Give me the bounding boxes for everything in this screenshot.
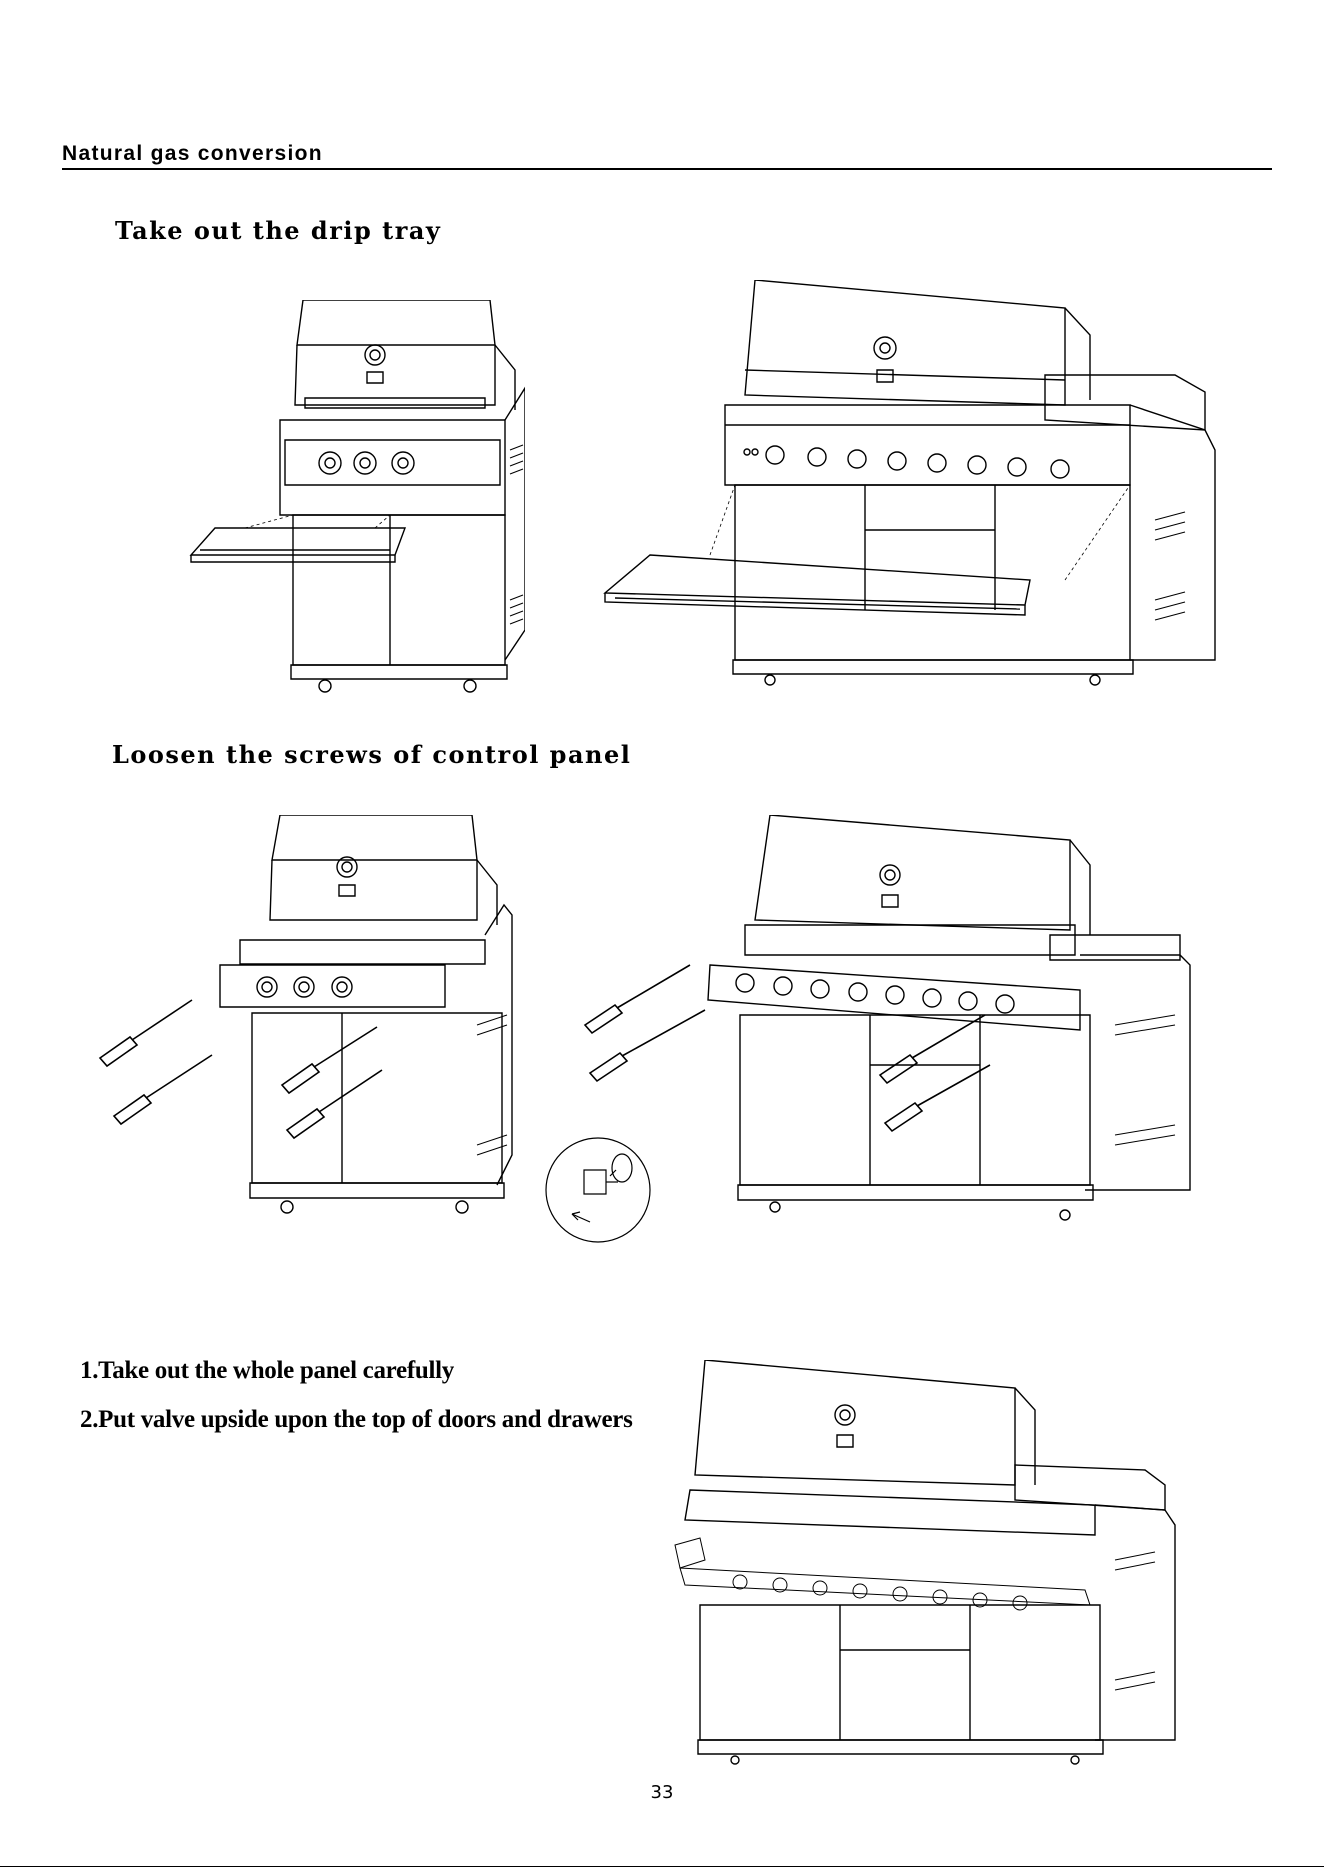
section-title: Natural gas conversion	[62, 142, 323, 165]
page-number: 33	[0, 1782, 1324, 1803]
large-grill-drip-tray-illustration	[595, 280, 1220, 690]
large-grill-screwdriver-illustration	[580, 815, 1205, 1235]
section-header: Natural gas conversion	[62, 142, 1272, 170]
small-grill-screwdriver-illustration	[92, 815, 532, 1220]
step-1-label: Take out the drip tray	[115, 216, 441, 245]
step-2-label: Loosen the screws of control panel	[112, 740, 631, 769]
instruction-2: 2.Put valve upside upon the top of doors…	[80, 1406, 633, 1434]
footer-rule	[0, 1866, 1324, 1867]
small-grill-drip-tray-illustration	[185, 300, 525, 695]
instruction-1: 1.Take out the whole panel carefully	[80, 1357, 454, 1385]
large-grill-panel-removed-illustration	[665, 1360, 1210, 1765]
